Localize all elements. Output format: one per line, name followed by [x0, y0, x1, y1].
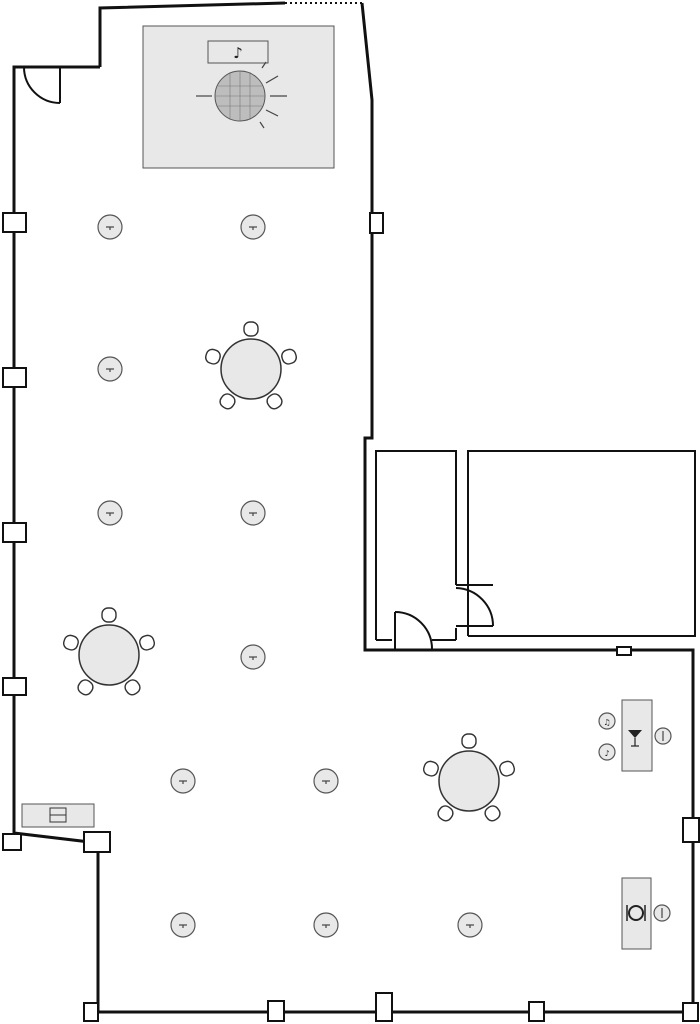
door-icon [394, 611, 433, 650]
chair-icon [62, 634, 79, 651]
chair-icon [124, 679, 141, 696]
chair-icon [437, 805, 454, 822]
door-icon [455, 584, 494, 627]
round-tables [62, 321, 516, 822]
chair-icon [77, 679, 94, 696]
chair-icon [484, 805, 501, 822]
plate-icon [626, 905, 646, 921]
columns [2, 212, 700, 1022]
bar-note-icon [598, 712, 616, 730]
chair-icon [266, 393, 283, 410]
chair-icon [243, 321, 259, 337]
chair-icon [101, 607, 117, 623]
column-icon [83, 831, 111, 853]
column-icon [682, 1002, 699, 1022]
chair-icon [461, 733, 477, 749]
column-icon [83, 1002, 99, 1022]
ceiling-light-icon [170, 768, 196, 794]
ceiling-light-icon [240, 644, 266, 670]
chair-icon [281, 348, 298, 365]
dining-station-icon [621, 877, 671, 950]
column-icon [2, 833, 22, 851]
ceiling-light-icon [313, 768, 339, 794]
ceiling-light-icon [457, 912, 483, 938]
ceiling-light-icon [313, 912, 339, 938]
bar-note-icon [598, 743, 616, 761]
column-icon [267, 1000, 285, 1022]
side-rooms [375, 450, 696, 650]
chair-icon [422, 760, 439, 777]
round-table-icon [62, 607, 156, 696]
disco-ball-icon [196, 61, 287, 129]
column-icon [616, 646, 632, 656]
svg-text:♪: ♪ [604, 749, 609, 758]
round-table-icon [204, 321, 298, 410]
ceiling-light-icon [97, 356, 123, 382]
cocktail-glass-icon [628, 730, 642, 747]
chair-icon [219, 393, 236, 410]
chair-icon [204, 348, 221, 365]
door-icon [23, 66, 61, 104]
storage-room [375, 450, 457, 640]
bar-area-icon: ♫ ♪ [598, 699, 672, 772]
ceiling-lights [97, 214, 483, 938]
chair-icon [139, 634, 156, 651]
ceiling-light-icon [97, 214, 123, 240]
column-icon [528, 1001, 545, 1022]
dj-stage-area: ♪ [142, 25, 335, 169]
music-note-icon [207, 40, 269, 64]
music-note-glyph: ♪ [233, 44, 243, 62]
ceiling-light-icon [240, 214, 266, 240]
round-table-icon [422, 733, 516, 822]
ceiling-light-icon [240, 500, 266, 526]
ceiling-light-icon [170, 912, 196, 938]
column-icon [2, 212, 27, 233]
svg-text:♫: ♫ [603, 718, 610, 727]
column-icon [369, 212, 384, 234]
column-icon [375, 992, 393, 1022]
column-icon [2, 367, 27, 388]
column-icon [682, 817, 700, 843]
office-room [467, 450, 696, 637]
ceiling-light-icon [97, 500, 123, 526]
chair-icon [499, 760, 516, 777]
column-icon [2, 522, 27, 543]
column-icon [2, 677, 27, 696]
lounge-seat-icon [21, 803, 95, 828]
